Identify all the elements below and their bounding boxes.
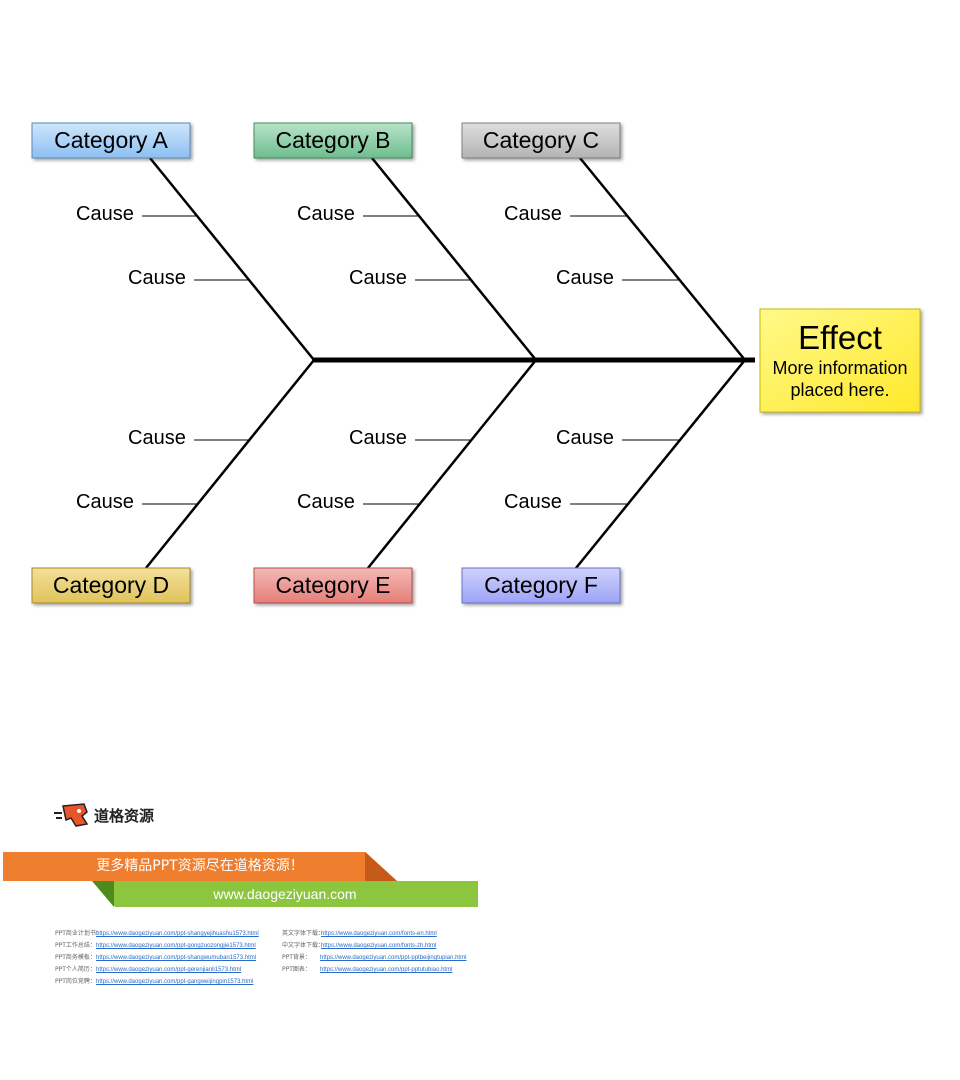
link-row: PPT个人简历：https://www.daogeziyuan.com/ppt-… [55,964,259,976]
cause-label: Cause [128,427,186,449]
category-box-c: Category C [461,122,621,159]
link-label: PPT图表： [282,966,311,973]
cause-label: Cause [504,491,562,513]
bone-a [149,157,315,361]
links-right: 英文字体下载：https://www.daogeziyuan.com/fonts… [282,928,466,976]
link-row: PPT商业计划书：https://www.daogeziyuan.com/ppt… [55,928,259,940]
cause-label: Cause [297,203,355,225]
link-label: PPT岗位竞聘： [55,978,96,985]
bone-f [575,359,746,569]
category-box-d: Category D [31,567,191,604]
banner-green [92,881,478,907]
link-label: PPT商务模板： [55,954,96,961]
cause-label: Cause [349,267,407,289]
link-url[interactable]: https://www.daogeziyuan.com/ppt-gangweij… [96,979,254,985]
link-label: PPT商业计划书： [55,930,102,937]
link-row: PPT图表： https://www.daogeziyuan.com/ppt-pp… [282,964,466,976]
banner-orange [3,852,397,881]
link-label: 中文字体下载： [282,942,325,949]
site-link[interactable]: www.daogeziyuan.com [213,886,357,902]
category-label: Category D [53,572,169,598]
link-url[interactable]: https://www.daogeziyuan.com/ppt-pptutubi… [320,967,453,973]
link-label: 英文字体下载： [282,930,325,937]
link-label: PPT工作总结： [55,942,96,949]
link-row: PPT背景： https://www.daogeziyuan.com/ppt-pp… [282,952,466,964]
banner-text: 更多精品PPT资源尽在道格资源！ [96,858,304,874]
cause-label: Cause [349,427,407,449]
fishbone-diagram: Cause Cause Cause Cause Cause Cause Caus… [31,122,921,604]
cause-label: Cause [76,491,134,513]
cause-label: Cause [556,427,614,449]
logo-text: 道格资源 [94,807,155,825]
category-box-f: Category F [461,567,621,604]
effect-line-1: More information [772,358,907,378]
category-label: Category E [275,572,390,598]
link-url[interactable]: https://www.daogeziyuan.com/ppt-gongzuoz… [96,943,256,949]
link-url[interactable]: https://www.daogeziyuan.com/fonts-en.htm… [321,931,437,937]
effect-title: Effect [798,319,882,356]
link-row: 中文字体下载：https://www.daogeziyuan.com/fonts… [282,940,466,952]
bone-d [145,359,315,569]
category-label: Category B [275,127,390,153]
link-label: PPT背景： [282,954,311,961]
category-box-e: Category E [253,567,413,604]
effect-line-2: placed here. [790,380,889,400]
link-label: PPT个人简历： [55,966,96,973]
category-box-a: Category A [31,122,191,159]
link-row: PPT岗位竞聘：https://www.daogeziyuan.com/ppt-… [55,976,259,988]
cause-label: Cause [76,203,134,225]
link-url[interactable]: https://www.daogeziyuan.com/ppt-pptbeiji… [320,955,467,961]
link-url[interactable]: https://www.daogeziyuan.com/ppt-gerenjia… [96,967,242,973]
links-left: PPT商业计划书：https://www.daogeziyuan.com/ppt… [55,928,259,988]
site-logo: 道格资源 [54,802,164,828]
category-label: Category F [484,572,598,598]
link-url[interactable]: https://www.daogeziyuan.com/ppt-shangwum… [96,955,257,961]
cause-label: Cause [128,267,186,289]
link-row: PPT工作总结：https://www.daogeziyuan.com/ppt-… [55,940,259,952]
link-row: 英文字体下载：https://www.daogeziyuan.com/fonts… [282,928,466,940]
link-url[interactable]: https://www.daogeziyuan.com/ppt-shangyej… [96,931,259,937]
bone-c [579,157,746,361]
bone-e [367,359,537,569]
link-row: PPT商务模板：https://www.daogeziyuan.com/ppt-… [55,952,259,964]
category-label: Category A [54,127,168,153]
cause-label: Cause [504,203,562,225]
cause-label: Cause [297,491,355,513]
category-box-b: Category B [253,122,413,159]
category-label: Category C [483,127,599,153]
effect-box: Effect More information placed here. [759,308,921,413]
bone-b [371,157,537,361]
link-url[interactable]: https://www.daogeziyuan.com/fonts-zh.htm… [321,943,437,949]
cause-label: Cause [556,267,614,289]
logo-icon [54,803,89,827]
